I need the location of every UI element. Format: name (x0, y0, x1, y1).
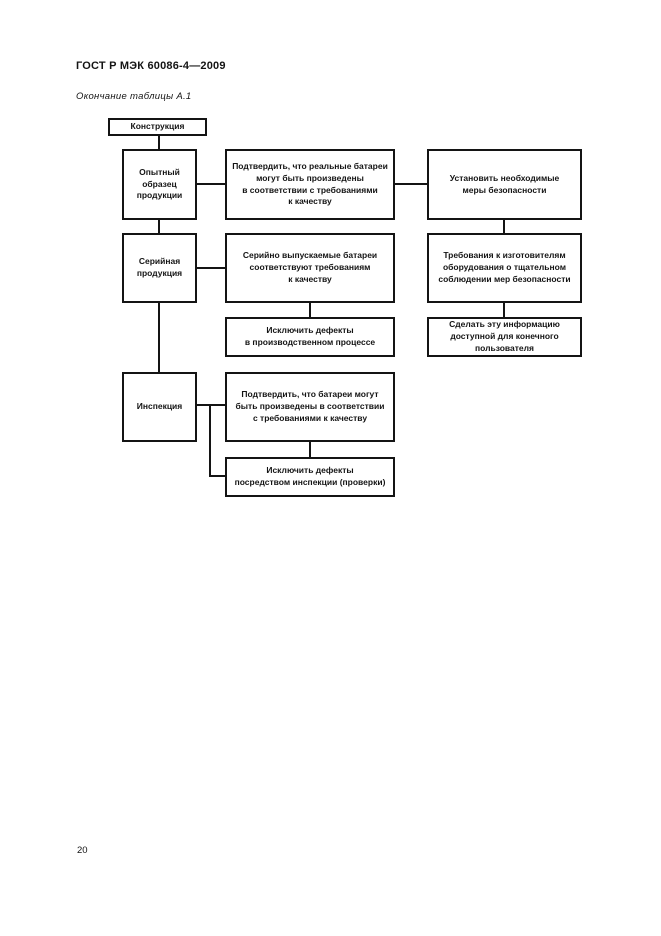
connector-safety-requirements (503, 220, 505, 233)
connector-requirements-info (503, 303, 505, 317)
node-exclude-defects-inspection: Исключить дефекты посредством инспекции … (225, 457, 395, 497)
page-number: 20 (77, 845, 88, 856)
connector-serial-inspection (158, 303, 160, 372)
node-establish-safety-measures: Установить необходимые меры безопасности (427, 149, 582, 220)
page-header: ГОСТ Р МЭК 60086-4—2009 (76, 60, 226, 72)
table-caption: Окончание таблицы А.1 (76, 91, 192, 102)
connector-prototype-confirm (197, 183, 225, 185)
connector-meet-exclude (309, 303, 311, 317)
node-serial-batteries-meet: Серийно выпускаемые батареи соответствую… (225, 233, 395, 303)
connector-design-prototype (158, 136, 160, 149)
node-manufacturer-requirements: Требования к изготовителям оборудования … (427, 233, 582, 303)
connector-branch-vertical (209, 404, 211, 477)
connector-confirm-safety (395, 183, 427, 185)
node-exclude-defects-process: Исключить дефекты в производственном про… (225, 317, 395, 357)
connector-confirm-exclude (309, 442, 311, 457)
connector-inspection-confirm (197, 404, 225, 406)
connector-serial-meet (197, 267, 225, 269)
node-confirm-real-batteries: Подтвердить, что реальные батареи могут … (225, 149, 395, 220)
node-prototype-product: Опытный образец продукции (122, 149, 197, 220)
node-make-info-available: Сделать эту информацию доступной для кон… (427, 317, 582, 357)
connector-branch-horizontal (209, 475, 225, 477)
node-confirm-batteries-can: Подтвердить, что батареи могут быть прои… (225, 372, 395, 442)
node-inspection: Инспекция (122, 372, 197, 442)
node-serial-production: Серийная продукция (122, 233, 197, 303)
connector-prototype-serial (158, 220, 160, 233)
node-design: Конструкция (108, 118, 207, 136)
